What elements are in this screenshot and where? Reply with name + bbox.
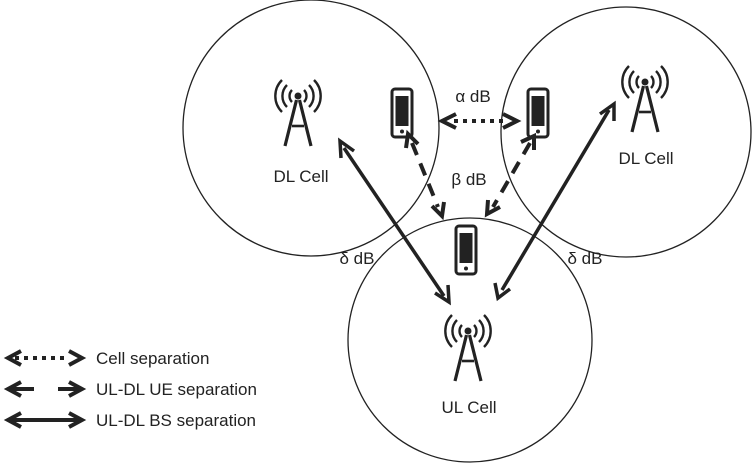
- ue-separation-arrowhead-left-bottom: [430, 201, 446, 221]
- bs-separation-arrowhead-right-top: [598, 100, 616, 121]
- dl-cell-right-label: DL Cell: [618, 149, 673, 168]
- bs-separation-link-left: [342, 147, 446, 297]
- ue-separation-arrowhead-right-top: [520, 132, 536, 150]
- dl-cell-right-circle: [500, 6, 752, 258]
- ul-ue-phone-icon: [454, 224, 478, 276]
- beta-db-label: β dB: [451, 170, 486, 189]
- ue-separation-arrowhead-right-bottom: [484, 199, 501, 218]
- bs-separation-arrowhead-right-bottom: [493, 282, 512, 302]
- dl-ue-right-phone-icon: [526, 87, 550, 139]
- legend-item-ul-dl-ue-separation: UL-DL UE separation: [96, 380, 257, 399]
- ue-separation-arrowhead-left-top: [404, 129, 420, 149]
- legend-item-cell-separation: Cell separation: [96, 349, 209, 368]
- delta-db-label-right: δ dB: [568, 249, 603, 268]
- ul-cell-tower-icon: [443, 313, 493, 383]
- ue-separation-link-left: [410, 142, 440, 208]
- bs-separation-arrowhead-left-bottom: [434, 284, 451, 306]
- dl-ue-left-phone-icon: [390, 87, 414, 139]
- ue-separation-link-right: [491, 141, 532, 209]
- dl-cell-left-circle: [182, 0, 440, 257]
- ul-cell-label: UL Cell: [441, 398, 496, 417]
- legend-item-ul-dl-bs-separation: UL-DL BS separation: [96, 411, 256, 430]
- cell-separation-arrowhead-left: [437, 112, 457, 130]
- dl-cell-right-tower-icon: [620, 64, 670, 134]
- bs-separation-arrowhead-left-top: [338, 137, 356, 159]
- cell-separation-arrowhead-right: [502, 112, 522, 130]
- delta-db-label-left: δ dB: [340, 249, 375, 268]
- bs-separation-link-right: [500, 109, 611, 291]
- ul-cell-circle: [347, 217, 593, 463]
- legend: Cell separation UL-DL UE separation UL-D…: [3, 349, 257, 430]
- dl-cell-left-tower-icon: [273, 78, 323, 148]
- alpha-db-label: α dB: [455, 87, 490, 106]
- dl-cell-left-label: DL Cell: [273, 167, 328, 186]
